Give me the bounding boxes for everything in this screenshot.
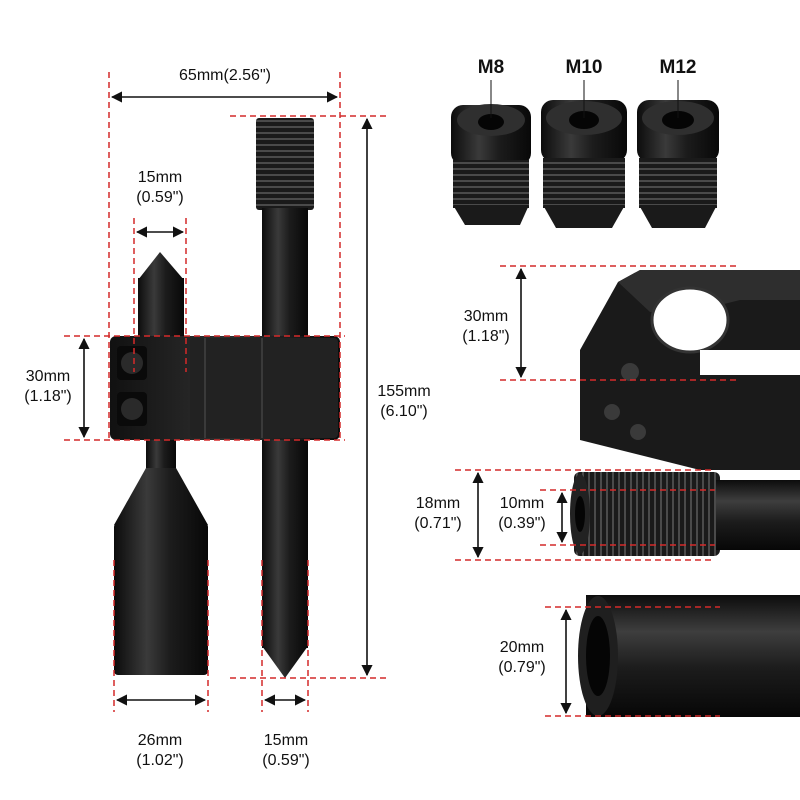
adapter-label-m8: M8	[477, 57, 505, 78]
dim-thread-outer: 18mm (0.71")	[400, 494, 476, 534]
dim-sleeve-mm: 20mm	[499, 639, 545, 656]
dim-pin-bottom-inch: (0.59")	[262, 752, 310, 769]
dim-total-length-inch: (6.10")	[380, 403, 428, 420]
dim-base-inch: (1.02")	[136, 752, 184, 769]
dim-base-mm: 26mm	[137, 732, 183, 749]
left-pin-tip	[138, 252, 184, 280]
set-screw-icon	[604, 404, 620, 420]
right-pin-thread	[256, 118, 314, 210]
dim-pin-top: 15mm (0.59")	[120, 168, 200, 208]
adapter-m8	[451, 104, 531, 225]
right-pin-tip	[262, 646, 308, 678]
left-pin-shaft	[138, 278, 184, 338]
dim-block-right-mm: 30mm	[463, 308, 509, 325]
dim-pin-bottom-mm: 15mm	[263, 732, 309, 749]
dim-thread-outer-mm: 18mm	[415, 495, 461, 512]
guide-lines	[64, 72, 740, 717]
dim-thread-outer-inch: (0.71")	[414, 515, 462, 532]
dim-pin-top-mm: 15mm	[137, 169, 183, 186]
adapter-m12	[637, 100, 719, 228]
thread-detail	[570, 472, 800, 556]
dim-block-left-inch: (1.18")	[24, 388, 72, 405]
dim-thread-inner-mm: 10mm	[499, 495, 545, 512]
adapter-label-m12: M12	[659, 57, 697, 78]
left-pin-flare	[114, 468, 208, 525]
dim-block-left-mm: 30mm	[25, 368, 71, 385]
dimension-arrows	[78, 91, 572, 715]
dim-thread-inner: 10mm (0.39")	[484, 494, 560, 534]
dim-block-right: 30mm (1.18")	[448, 307, 524, 347]
dim-pin-bottom: 15mm (0.59")	[246, 731, 326, 771]
dim-sleeve-inch: (0.79")	[498, 659, 546, 676]
dim-base: 26mm (1.02")	[120, 731, 200, 771]
dim-pin-top-inch: (0.59")	[136, 189, 184, 206]
clamp-detail	[580, 270, 800, 470]
dim-total-width: 65mm(2.56")	[140, 66, 310, 86]
puller-tool	[110, 118, 340, 678]
dim-total-length: 155mm (6.10")	[362, 382, 446, 422]
dim-thread-inner-inch: (0.39")	[498, 515, 546, 532]
set-screw-icon	[621, 363, 639, 381]
sleeve-detail	[578, 595, 800, 717]
clamp-face	[190, 338, 338, 438]
left-pin-neck	[146, 440, 176, 470]
adapter-m10	[541, 100, 627, 228]
dim-block-left: 30mm (1.18")	[10, 367, 86, 407]
set-screw-icon	[630, 424, 646, 440]
left-base-cylinder	[114, 523, 208, 675]
dim-total-length-mm: 155mm	[377, 383, 431, 400]
dim-total-width-text: 65mm(2.56")	[179, 67, 271, 84]
adapter-label-m10: M10	[565, 57, 603, 78]
dim-block-right-inch: (1.18")	[462, 328, 510, 345]
dim-sleeve: 20mm (0.79")	[484, 638, 560, 678]
